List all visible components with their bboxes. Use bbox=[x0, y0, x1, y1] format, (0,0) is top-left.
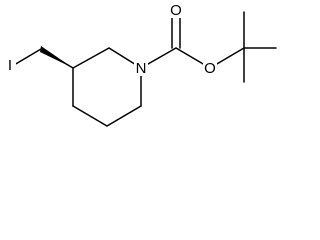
carbonyl-oxygen-label: O bbox=[170, 2, 182, 19]
carbonyl-oxygen-bg bbox=[169, 2, 183, 18]
atom-labels: I N O O bbox=[4, 2, 217, 77]
iodine-bg bbox=[4, 57, 16, 73]
iodine-label: I bbox=[8, 57, 12, 74]
structure-diagram: I N O O bbox=[0, 0, 286, 134]
nitrogen-bg bbox=[134, 60, 148, 76]
ester-oxygen-bg bbox=[203, 60, 217, 76]
molecule-drawing: I N O O bbox=[4, 2, 277, 127]
ring-bond-c4-c5 bbox=[72, 105, 108, 127]
bond-ch2-i bbox=[13, 48, 42, 66]
ring-bond-c2-c3 bbox=[72, 47, 110, 69]
ring-bond-c5-c6 bbox=[106, 105, 142, 127]
bonds-group bbox=[13, 11, 277, 127]
stereo-wedge-bond bbox=[40, 46, 73, 68]
nitrogen-label: N bbox=[136, 60, 147, 77]
ester-oxygen-label: O bbox=[204, 60, 216, 77]
